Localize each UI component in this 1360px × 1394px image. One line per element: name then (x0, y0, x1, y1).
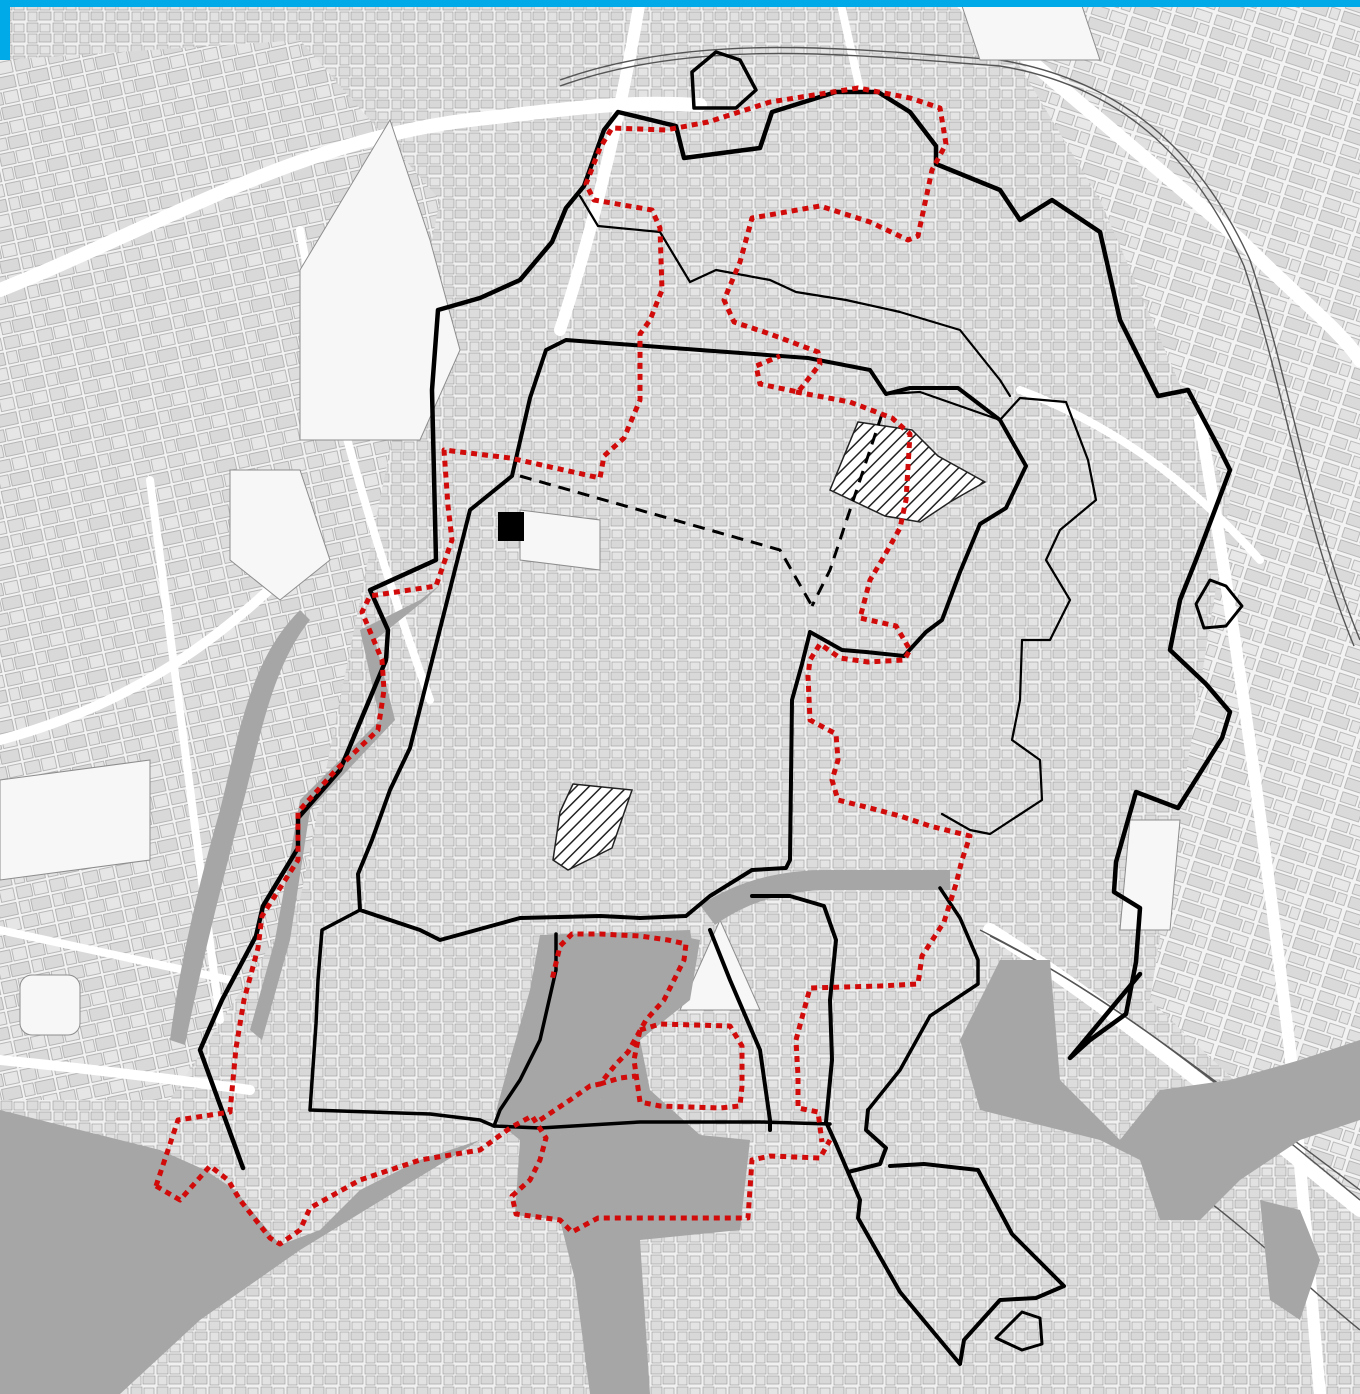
south-outwork (994, 1310, 1044, 1352)
red-boundary-harbour-basin (538, 931, 689, 1123)
urban-fabric-east (980, 0, 1360, 1200)
open-spaces (0, 0, 1181, 1036)
red-boundary-island-block (631, 1021, 745, 1111)
red-boundary-west-bank (153, 85, 949, 1187)
south-east-ring (708, 894, 1066, 1366)
black-boundaries (197, 50, 1244, 1366)
canal-west (250, 585, 440, 1040)
north-district (578, 194, 1012, 398)
east-outwork (1194, 578, 1244, 630)
inner-ring (356, 338, 1028, 942)
outer-perimeter (197, 89, 1233, 1171)
landmark-square (498, 512, 524, 541)
left-accent-bar (0, 0, 10, 60)
east-basin (960, 960, 1360, 1220)
hatched-areas (552, 421, 987, 871)
north-pointed-outwork (690, 50, 758, 110)
red-boundary-main-west (154, 1113, 833, 1247)
dashed-black-lines (519, 413, 884, 607)
east-channel (1260, 1200, 1320, 1320)
harbour-road (492, 1120, 832, 1130)
hatched-area-centre (552, 783, 634, 871)
red-dotted-boundaries (153, 85, 973, 1247)
east-spur (866, 886, 980, 1112)
inner-harbour-basin (495, 930, 695, 1115)
hatched-area-north-east (829, 421, 987, 523)
eastern-district (884, 390, 1098, 836)
canal-centre (700, 870, 950, 925)
water-bodies (0, 585, 1360, 1394)
west-lower-ring (308, 908, 558, 1128)
river-west (170, 610, 310, 1045)
top-accent-bar (0, 0, 1360, 7)
